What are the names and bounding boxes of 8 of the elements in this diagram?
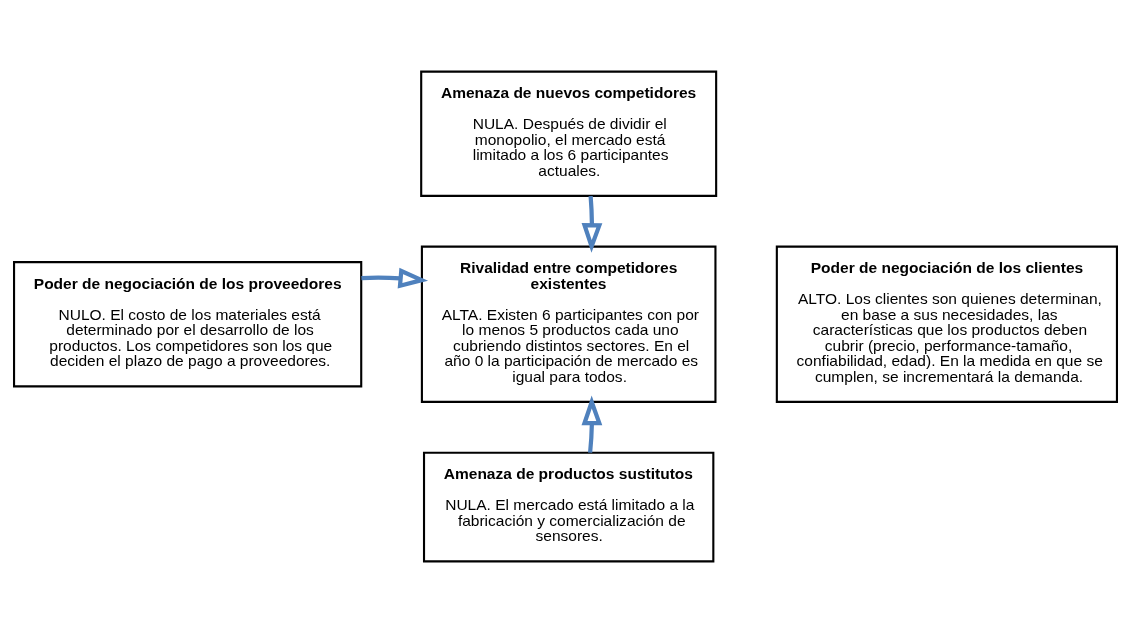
node-box: Amenaza de nuevos competidores NULA. Después de dividir el monopolio, el mercado está limitado a los 6 participantes actuales. [420, 70, 718, 197]
arrow [581, 195, 603, 253]
node-box: Poder de negociación de los clientes ALTO. Los clientes son quienes determinan, en base a sus necesidades, las características que los productos deben cubrir (precio, performance-tamaño, confiabilidad, edad). En la medida en que se cumplen, se incrementará la demanda. [775, 245, 1118, 403]
node-box: Amenaza de productos sustitutos NULA. El mercado está limitado a la fabricación y comercialización de sensores. [422, 451, 715, 562]
node-box: Poder de negociación de los proveedores NULO. El costo de los materiales está determinado por el desarrollo de los productos. Los competidores son los que deciden el plazo de pago a proveedores. [13, 260, 363, 387]
arrow [361, 267, 429, 288]
node-box: Rivalidad entre competidores existentes ALTA. Existen 6 participantes con por lo menos 5 productos cada uno cubriendo distintos sectores. En el año 0 la participación de mercado es igual para todos. [420, 245, 717, 403]
arrow [581, 395, 603, 453]
